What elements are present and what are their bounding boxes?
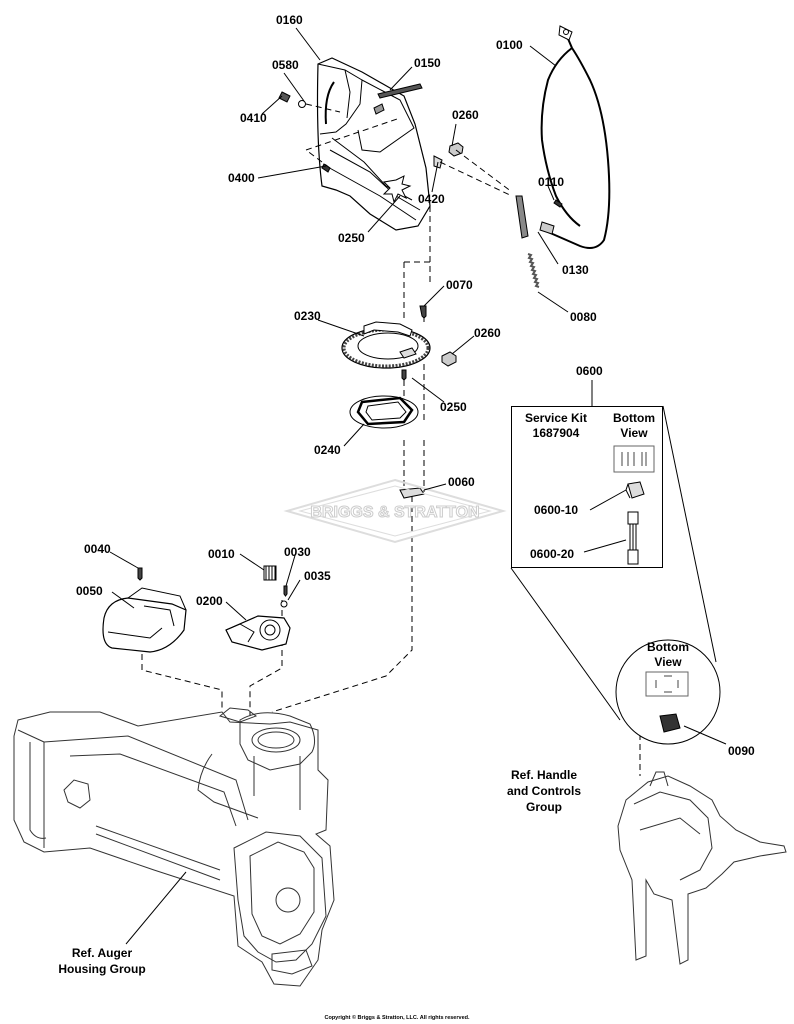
chute-strip-part xyxy=(377,83,423,99)
service-kit-box: Service Kit 1687904 Bottom View xyxy=(511,406,663,568)
screw-part-0110 xyxy=(553,199,563,208)
detail-pins xyxy=(655,675,679,693)
part-label-0600-10: 0600-10 xyxy=(534,503,579,517)
part-label-0010: 0010 xyxy=(208,547,235,561)
service-kit-bottom-view: Bottom View xyxy=(604,411,664,441)
copyright-notice: Copyright © Briggs & Stratton, LLC. All … xyxy=(324,1015,470,1021)
service-kit-bottom-view-line2: View xyxy=(620,426,648,440)
part-label-0400: 0400 xyxy=(228,171,255,185)
screw-part-0030 xyxy=(283,585,288,597)
part-label-0035: 0035 xyxy=(304,569,331,583)
screw-part-0250 xyxy=(401,369,407,381)
nut-part-0260 xyxy=(441,351,457,367)
service-kit-number: 1687904 xyxy=(532,426,580,440)
part-label-0250-top: 0250 xyxy=(338,231,365,245)
detail-bottom-view-inset xyxy=(645,671,689,697)
detail-bottom-view-line1: Bottom xyxy=(647,640,689,654)
ref-handle-controls-label: Ref. Handle and Controls Group xyxy=(507,767,581,815)
gasket-part xyxy=(349,395,419,429)
watermark-text: BRIGGS & STRATTON xyxy=(310,504,479,521)
part-label-0030: 0030 xyxy=(284,545,311,559)
part-label-0080: 0080 xyxy=(570,310,597,324)
part-label-0600: 0600 xyxy=(576,364,603,378)
ring-gear-part xyxy=(341,321,431,369)
ref-handle-line3: Group xyxy=(526,800,562,814)
part-label-0200: 0200 xyxy=(196,594,223,608)
chute-deflector-part xyxy=(316,57,431,231)
service-kit-bottom-view-line1: Bottom xyxy=(613,411,655,425)
harness-part-0600-20 xyxy=(627,511,639,565)
part-label-0260-mid: 0260 xyxy=(474,326,501,340)
washer-part-0035 xyxy=(280,600,288,608)
motor-part xyxy=(225,615,291,651)
service-kit-title: Service Kit 1687904 xyxy=(516,411,596,441)
kit-leader-line-2 xyxy=(662,405,717,663)
screw-part-0040 xyxy=(137,567,143,581)
part-label-0130: 0130 xyxy=(562,263,589,277)
cable-part xyxy=(539,25,611,249)
part-label-0070: 0070 xyxy=(446,278,473,292)
part-label-0410: 0410 xyxy=(240,111,267,125)
screw-part-0070 xyxy=(419,305,427,319)
cover-part xyxy=(102,587,187,653)
bottom-view-pins xyxy=(621,452,647,466)
rod-part xyxy=(515,195,529,239)
ref-auger-line2: Housing Group xyxy=(58,962,146,976)
auger-housing xyxy=(13,707,335,987)
part-label-0250-mid: 0250 xyxy=(440,400,467,414)
kit-leader-line xyxy=(510,567,621,721)
ref-handle-line1: Ref. Handle xyxy=(510,768,577,782)
leader-lines xyxy=(109,27,727,945)
part-label-0060: 0060 xyxy=(448,475,475,489)
part-label-0050: 0050 xyxy=(76,584,103,598)
detail-bottom-view-label: Bottom View xyxy=(647,640,689,670)
bolt-part xyxy=(278,91,291,103)
part-label-0110: 0110 xyxy=(538,175,565,189)
part-label-0580: 0580 xyxy=(272,58,299,72)
ref-auger-housing-label: Ref. Auger Housing Group xyxy=(58,945,145,977)
part-label-0040: 0040 xyxy=(84,542,111,556)
bottom-view-inset xyxy=(613,445,655,473)
nut-part xyxy=(448,142,464,157)
ref-auger-line1: Ref. Auger xyxy=(71,946,133,960)
part-label-0150: 0150 xyxy=(414,56,441,70)
spring-part xyxy=(527,253,540,288)
detail-bottom-view-line2: View xyxy=(654,655,682,669)
part-label-0420: 0420 xyxy=(418,192,445,206)
service-kit-title-line1: Service Kit xyxy=(524,411,588,425)
part-label-0100: 0100 xyxy=(496,38,523,52)
watermark-logo xyxy=(283,478,507,544)
ref-handle-line2: and Controls xyxy=(507,784,581,798)
part-label-0160: 0160 xyxy=(276,13,303,27)
handle-controls xyxy=(617,735,787,965)
washer-part xyxy=(298,100,306,108)
part-label-0600-20: 0600-20 xyxy=(530,547,575,561)
part-label-0260-top: 0260 xyxy=(452,108,479,122)
part-label-0090: 0090 xyxy=(728,744,755,758)
knob-part xyxy=(263,565,277,581)
part-label-0230: 0230 xyxy=(294,309,321,323)
part-label-0240: 0240 xyxy=(314,443,341,457)
switch-part-0090 xyxy=(659,713,681,733)
